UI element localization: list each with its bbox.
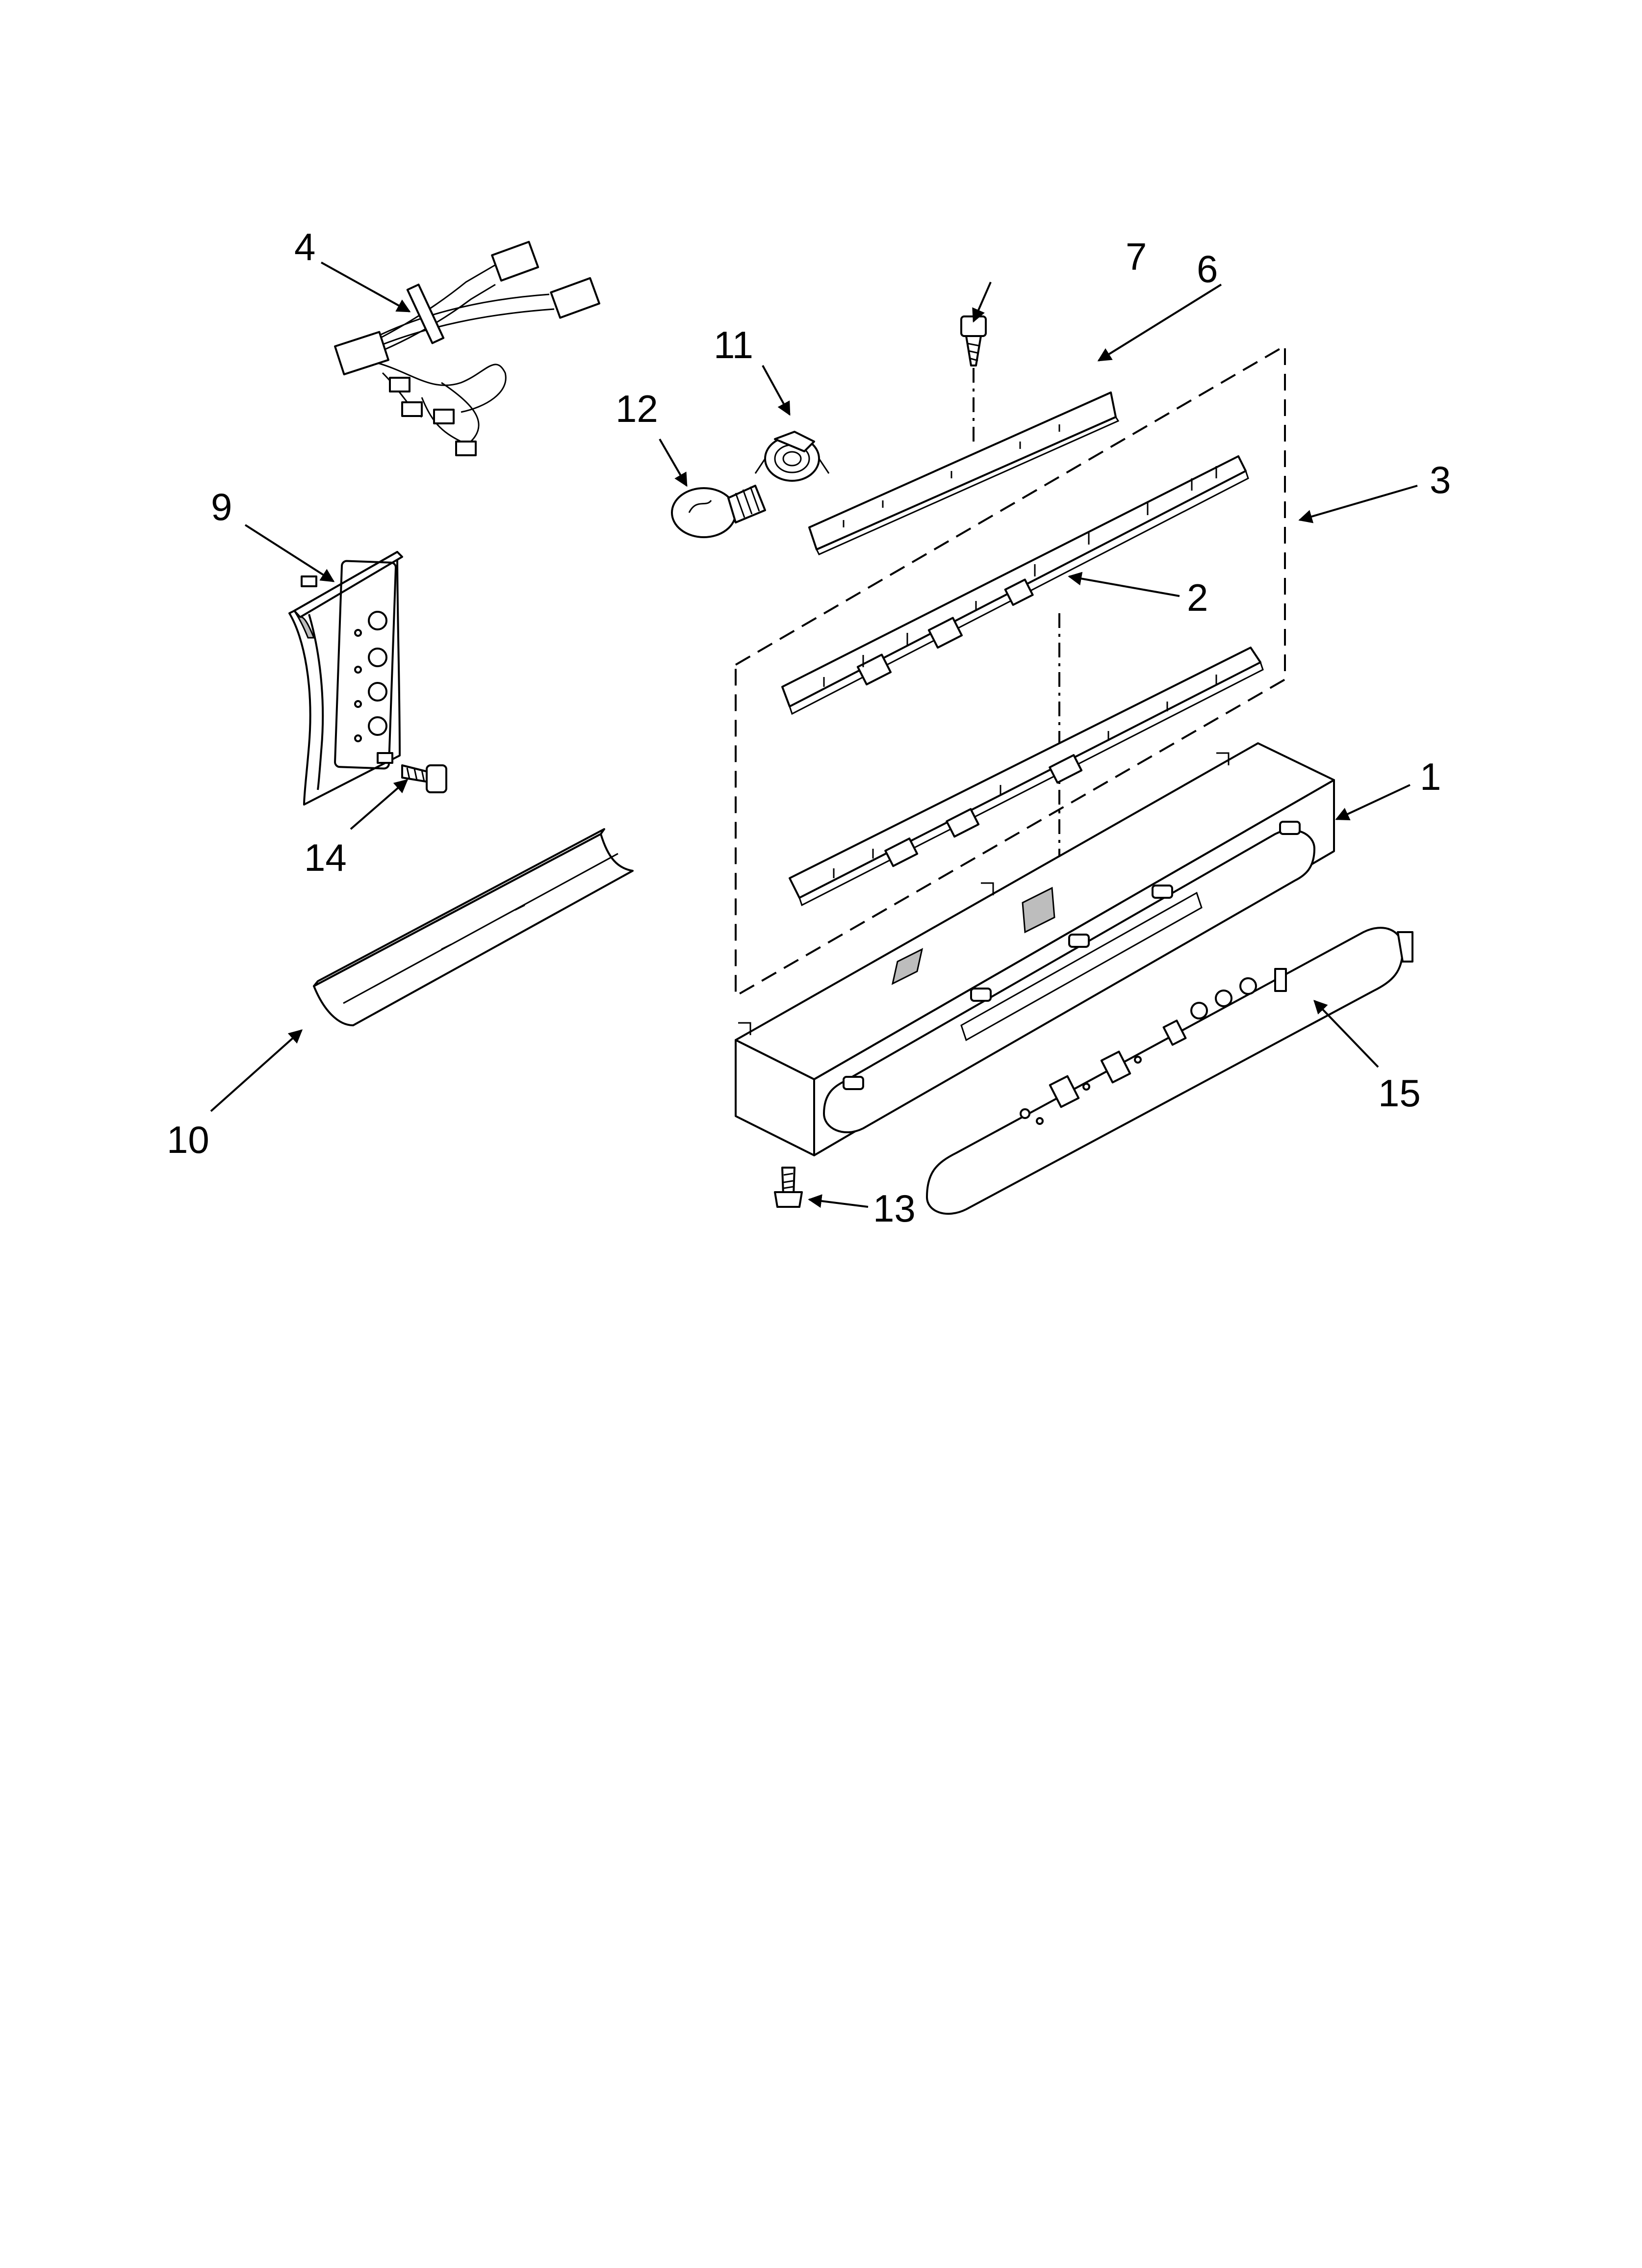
control-overlay-part: [926, 927, 1413, 1215]
callout-1: 1: [1420, 755, 1441, 798]
assembly-3-boundary: [735, 344, 1286, 998]
screw-14-part: [401, 764, 447, 793]
light-shield-part: [313, 828, 634, 1026]
callout-7: 7: [1126, 235, 1147, 278]
callout-14: 14: [304, 836, 347, 879]
console-housing-part: [735, 742, 1335, 1156]
callout-labels: 4 7 6 11 12 3 9 2 1 14 15 10 13: [167, 225, 1451, 1230]
callout-13: 13: [873, 1187, 916, 1230]
lamp-socket-part: [754, 431, 830, 482]
control-board-lower-part: [789, 647, 1264, 907]
screw-13-part: [774, 1167, 803, 1208]
callout-15: 15: [1378, 1071, 1421, 1115]
leader-lines: [210, 261, 1418, 1208]
callout-12: 12: [616, 387, 658, 430]
callout-6: 6: [1197, 247, 1218, 290]
callout-4: 4: [294, 225, 315, 268]
callout-2: 2: [1187, 576, 1208, 619]
screw-7-part: [960, 315, 987, 366]
cover-plate-part: [808, 391, 1120, 555]
light-bulb-part: [671, 485, 766, 538]
wire-harness-part: [334, 240, 600, 456]
callout-9: 9: [211, 485, 232, 528]
control-board-upper-part: [781, 455, 1249, 715]
callout-10: 10: [167, 1118, 209, 1161]
callout-11: 11: [714, 323, 753, 366]
control-housing-part: [288, 551, 403, 806]
callout-3: 3: [1430, 458, 1451, 501]
